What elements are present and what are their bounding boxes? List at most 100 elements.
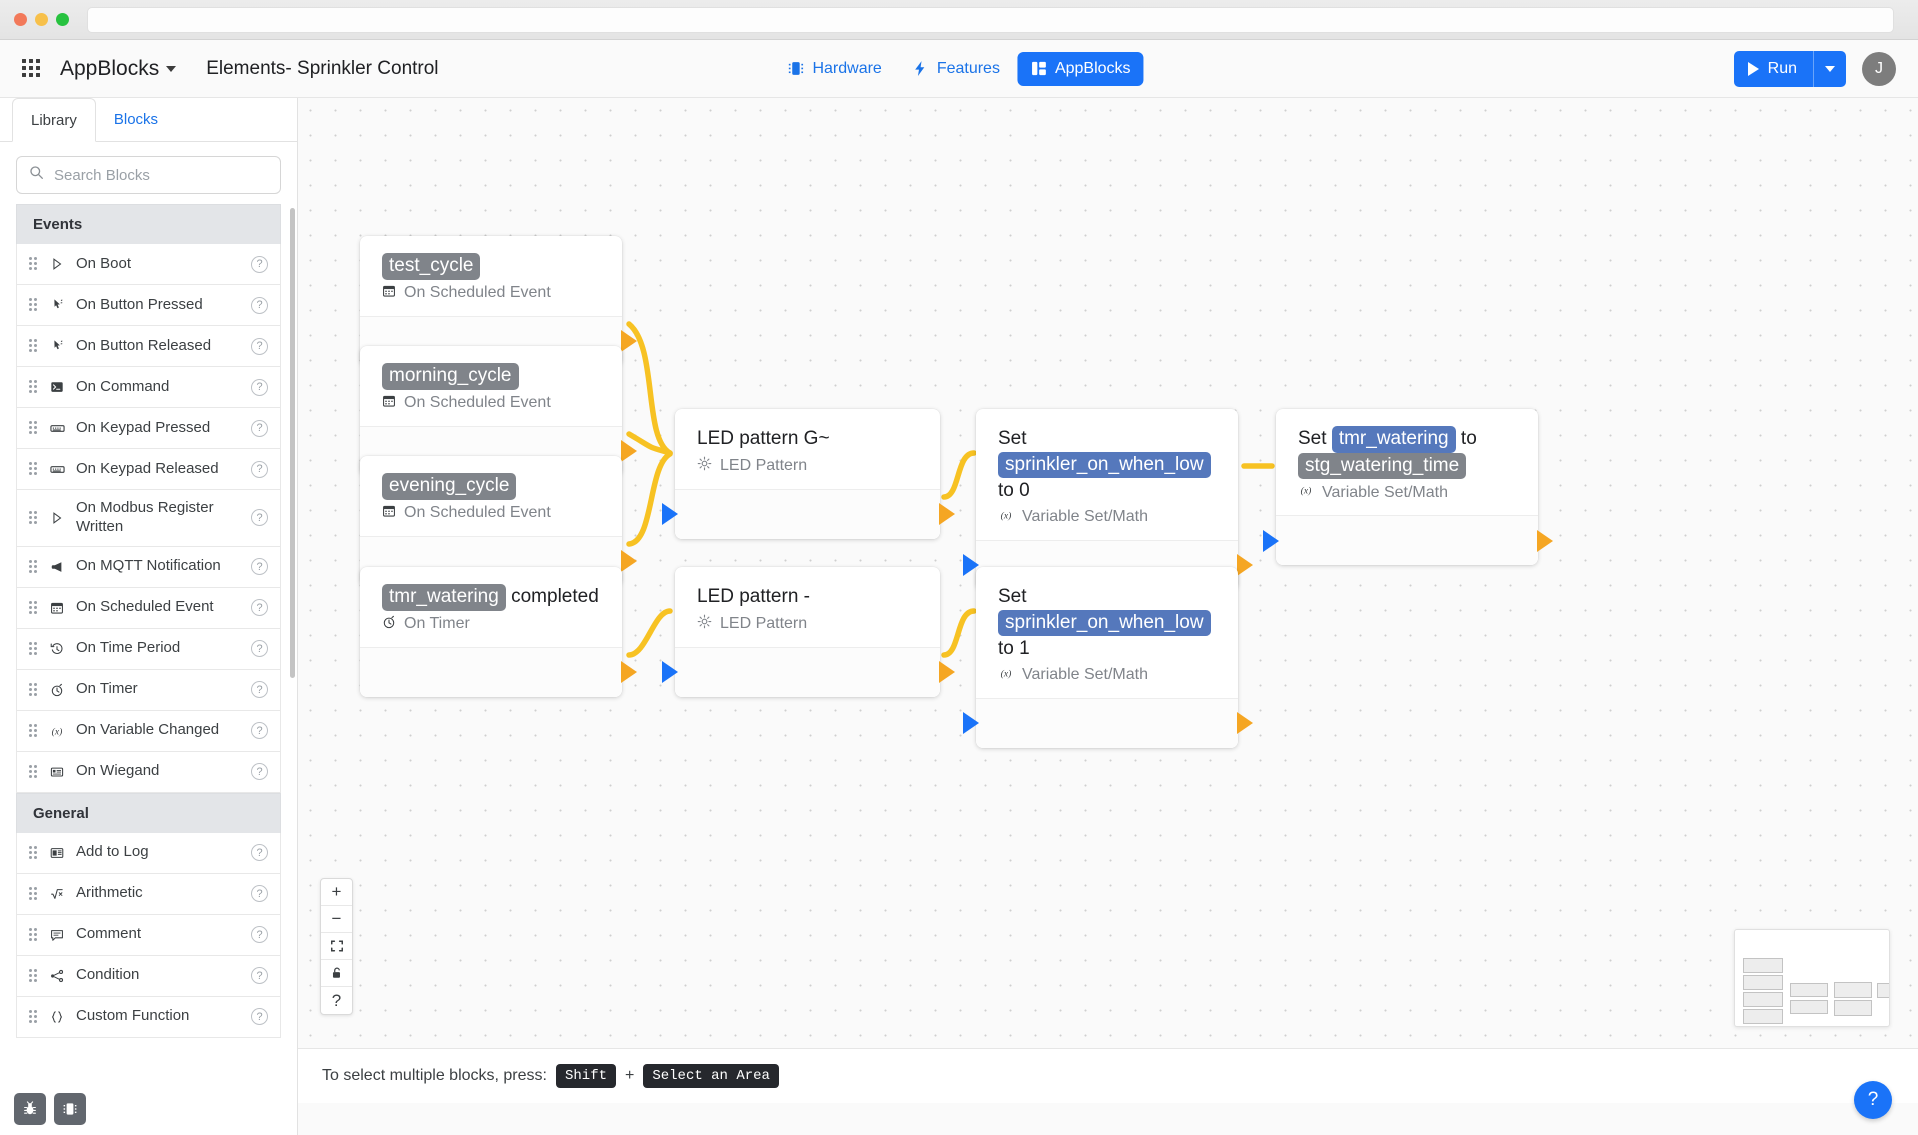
sidebar-scrollbar[interactable] xyxy=(290,208,295,678)
question-circle-icon[interactable]: ? xyxy=(251,926,268,943)
node-token-gray[interactable]: tmr_watering xyxy=(382,584,506,611)
help-fab-button[interactable]: ? xyxy=(1854,1081,1892,1119)
drag-handle-icon[interactable] xyxy=(29,1009,38,1024)
grid-apps-icon[interactable] xyxy=(22,58,42,79)
drag-handle-icon[interactable] xyxy=(29,257,38,271)
question-circle-icon[interactable]: ? xyxy=(251,378,268,396)
library-item-on-timer[interactable]: On Timer? xyxy=(16,669,281,711)
library-item-on-keypad-released[interactable]: On Keypad Released? xyxy=(16,449,281,490)
minimize-window-button[interactable] xyxy=(35,13,48,26)
device-button[interactable] xyxy=(54,1093,86,1125)
minimap[interactable] xyxy=(1734,929,1890,1027)
nav-item-features[interactable]: Features xyxy=(899,52,1013,86)
canvas-node[interactable]: LED pattern -LED Pattern xyxy=(662,567,955,697)
node-token-gray[interactable]: stg_watering_time xyxy=(1298,452,1467,480)
drag-handle-icon[interactable] xyxy=(29,764,38,779)
drag-handle-icon[interactable] xyxy=(29,641,38,656)
node-input-port[interactable] xyxy=(662,503,678,526)
library-item-on-variable-changed[interactable]: (x)On Variable Changed? xyxy=(16,710,281,752)
library-item-arithmetic[interactable]: Arithmetic? xyxy=(16,873,281,915)
node-output-port[interactable] xyxy=(621,550,637,573)
canvas-help-button[interactable]: ? xyxy=(331,990,342,1010)
drag-handle-icon[interactable] xyxy=(29,559,38,574)
drag-handle-icon[interactable] xyxy=(29,462,38,476)
node-input-port[interactable] xyxy=(1263,529,1279,552)
address-bar[interactable] xyxy=(87,6,1894,33)
question-circle-icon[interactable]: ? xyxy=(251,599,268,616)
nav-item-appblocks[interactable]: AppBlocks xyxy=(1016,51,1144,86)
library-item-comment[interactable]: Comment? xyxy=(16,914,281,956)
question-circle-icon[interactable]: ? xyxy=(251,296,268,314)
drag-handle-icon[interactable] xyxy=(29,927,38,942)
library-item-on-button-pressed[interactable]: On Button Pressed? xyxy=(16,285,281,326)
run-button[interactable]: Run xyxy=(1734,60,1813,78)
question-circle-icon[interactable]: ? xyxy=(251,640,268,657)
question-circle-icon[interactable]: ? xyxy=(251,255,268,273)
library-item-on-button-released[interactable]: On Button Released? xyxy=(16,326,281,367)
library-item-on-boot[interactable]: On Boot? xyxy=(16,244,281,285)
question-circle-icon[interactable]: ? xyxy=(251,967,268,984)
node-token-gray[interactable]: test_cycle xyxy=(382,253,481,280)
drag-handle-icon[interactable] xyxy=(29,510,38,525)
lock-canvas-button[interactable] xyxy=(321,960,352,987)
canvas-node[interactable]: LED pattern G~LED Pattern xyxy=(662,409,955,539)
node-input-port[interactable] xyxy=(963,712,979,735)
run-options-button[interactable] xyxy=(1813,50,1846,87)
drag-handle-icon[interactable] xyxy=(29,380,38,394)
question-circle-icon[interactable]: ? xyxy=(251,1008,268,1025)
node-token-gray[interactable]: evening_cycle xyxy=(382,473,517,500)
question-circle-icon[interactable]: ? xyxy=(251,722,268,739)
node-token-blue[interactable]: tmr_watering xyxy=(1331,426,1456,453)
question-circle-icon[interactable]: ? xyxy=(251,681,268,698)
canvas-node[interactable]: Set sprinkler_on_when_low to 0(x)Variabl… xyxy=(963,409,1253,590)
node-output-port[interactable] xyxy=(1537,529,1553,552)
zoom-in-button[interactable]: + xyxy=(321,879,352,906)
drag-handle-icon[interactable] xyxy=(29,600,38,615)
close-window-button[interactable] xyxy=(14,13,27,26)
library-item-on-scheduled-event[interactable]: On Scheduled Event? xyxy=(16,587,281,629)
question-circle-icon[interactable]: ? xyxy=(251,844,268,861)
node-input-port[interactable] xyxy=(963,554,979,577)
question-circle-icon[interactable]: ? xyxy=(251,763,268,780)
search-box[interactable] xyxy=(16,156,281,194)
search-input[interactable] xyxy=(54,166,268,184)
debug-button[interactable] xyxy=(14,1093,46,1125)
fit-to-screen-button[interactable] xyxy=(321,933,352,960)
drag-handle-icon[interactable] xyxy=(29,682,38,697)
question-circle-icon[interactable]: ? xyxy=(251,419,268,437)
zoom-out-button[interactable]: − xyxy=(321,906,352,933)
maximize-window-button[interactable] xyxy=(56,13,69,26)
node-output-port[interactable] xyxy=(1237,712,1253,735)
nav-item-hardware[interactable]: Hardware xyxy=(774,52,894,86)
node-token-blue[interactable]: sprinkler_on_when_low xyxy=(998,609,1211,637)
library-item-on-command[interactable]: On Command? xyxy=(16,367,281,408)
question-circle-icon[interactable]: ? xyxy=(251,509,268,527)
tab-blocks[interactable]: Blocks xyxy=(113,111,159,128)
question-circle-icon[interactable]: ? xyxy=(251,337,268,355)
drag-handle-icon[interactable] xyxy=(29,886,38,901)
library-item-custom-function[interactable]: Custom Function? xyxy=(16,996,281,1038)
library-item-on-modbus-register-written[interactable]: On Modbus Register Written? xyxy=(16,490,281,547)
library-item-on-time-period[interactable]: On Time Period? xyxy=(16,628,281,670)
drag-handle-icon[interactable] xyxy=(29,298,38,312)
node-output-port[interactable] xyxy=(939,661,955,684)
question-circle-icon[interactable]: ? xyxy=(251,885,268,902)
node-output-port[interactable] xyxy=(1237,554,1253,577)
drag-handle-icon[interactable] xyxy=(29,339,38,353)
library-item-on-keypad-pressed[interactable]: On Keypad Pressed? xyxy=(16,408,281,449)
question-circle-icon[interactable]: ? xyxy=(251,460,268,478)
library-item-add-to-log[interactable]: Add to Log? xyxy=(16,832,281,874)
run-button-group[interactable]: Run xyxy=(1733,50,1846,87)
node-token-blue[interactable]: sprinkler_on_when_low xyxy=(998,451,1211,479)
tab-library[interactable]: Library xyxy=(12,98,96,142)
drag-handle-icon[interactable] xyxy=(29,723,38,738)
avatar[interactable]: J xyxy=(1862,51,1896,86)
node-output-port[interactable] xyxy=(621,440,637,463)
drag-handle-icon[interactable] xyxy=(29,421,38,435)
node-token-gray[interactable]: morning_cycle xyxy=(382,363,519,390)
